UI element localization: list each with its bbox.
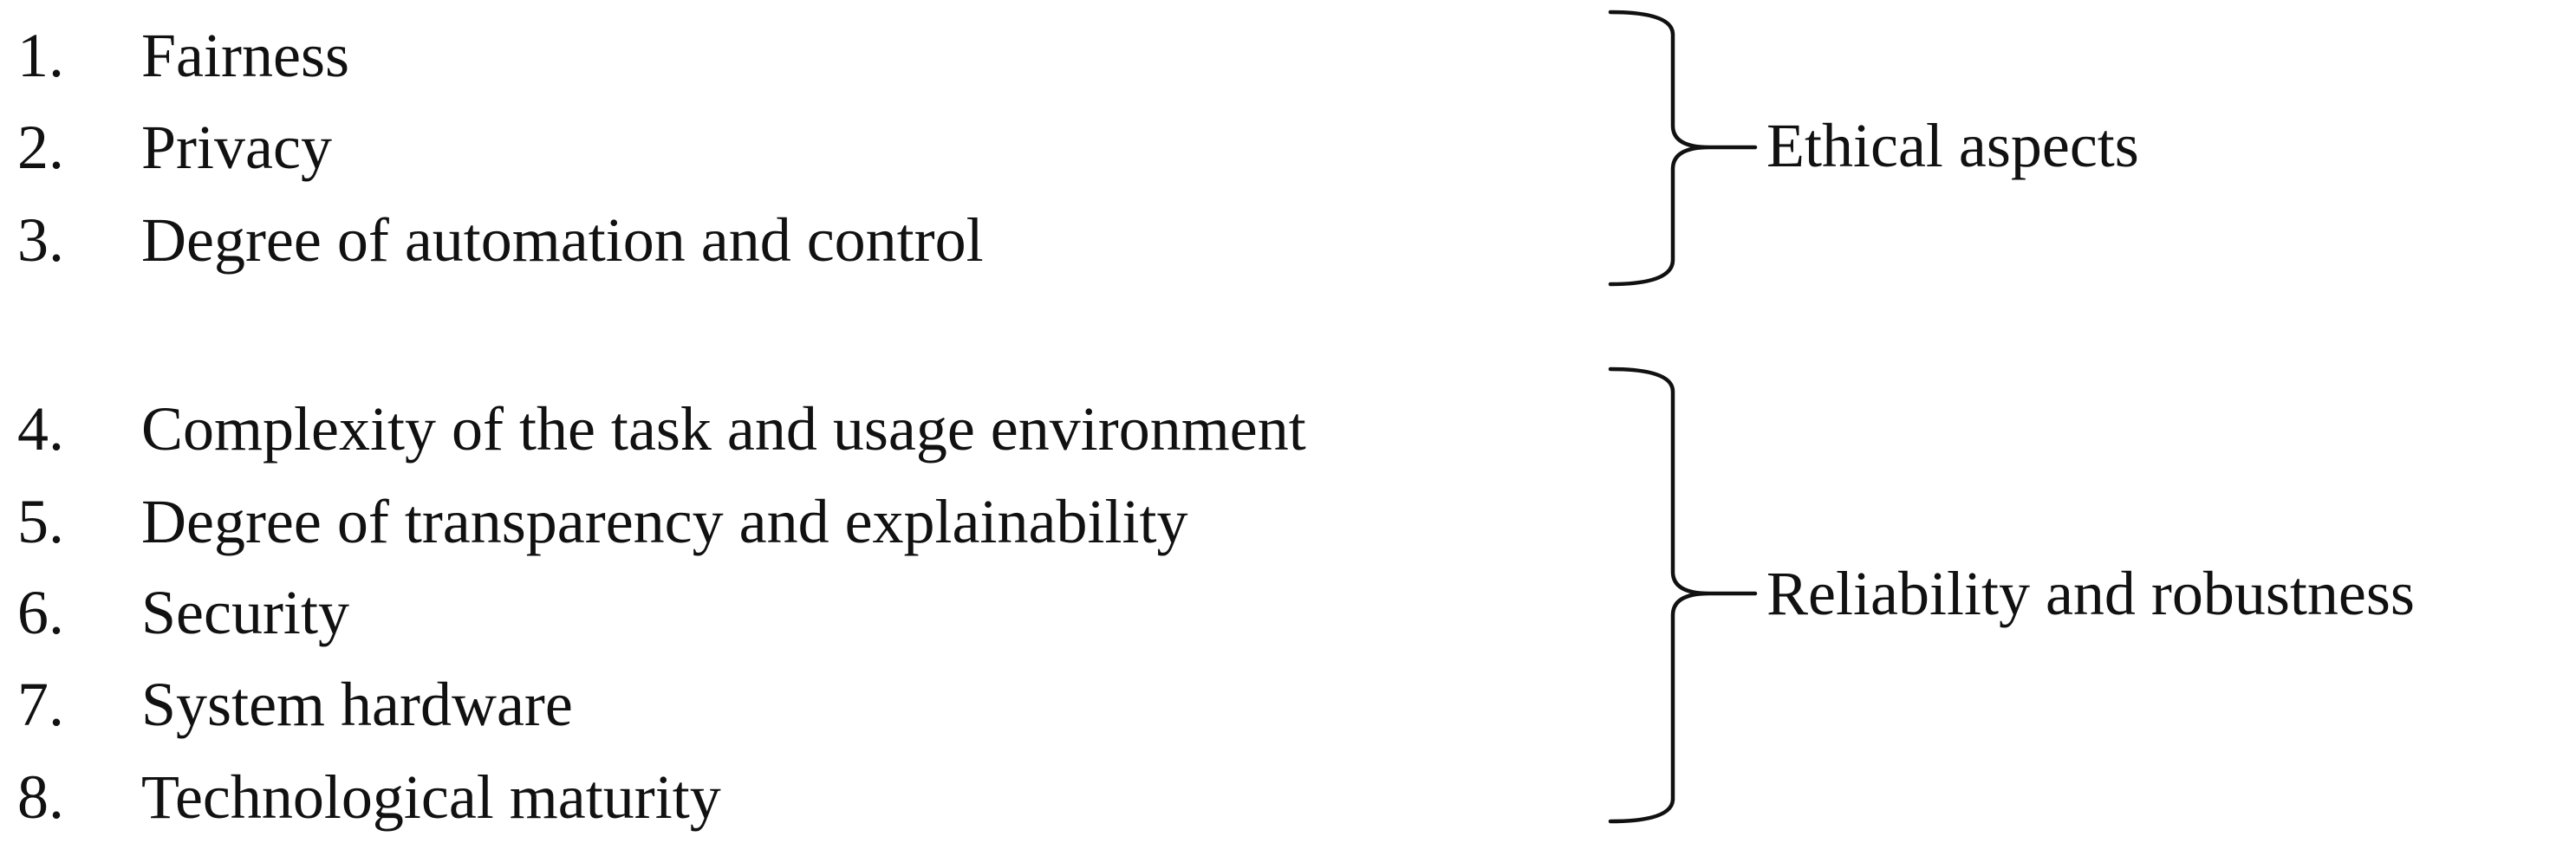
ethical-aspects-brace [1608, 10, 1758, 287]
item-number: 6. [17, 578, 64, 647]
group-label-ethical-aspects: Ethical aspects [1766, 111, 2139, 180]
item-number: 1. [17, 21, 64, 90]
item-label: System hardware [141, 670, 573, 739]
item-number: 8. [17, 762, 64, 832]
group-label-reliability-robustness: Reliability and robustness [1766, 559, 2415, 628]
item-label: Technological maturity [141, 762, 721, 832]
item-label: Security [141, 578, 349, 647]
item-number: 4. [17, 394, 64, 464]
item-label: Degree of automation and control [141, 205, 984, 275]
item-number: 7. [17, 670, 64, 739]
item-label: Degree of transparency and explainabilit… [141, 487, 1188, 556]
item-label: Fairness [141, 21, 349, 90]
item-number: 3. [17, 205, 64, 275]
item-number: 2. [17, 113, 64, 182]
item-number: 5. [17, 487, 64, 556]
item-label: Complexity of the task and usage environ… [141, 394, 1306, 464]
reliability-robustness-brace [1608, 366, 1758, 824]
item-label: Privacy [141, 113, 332, 182]
